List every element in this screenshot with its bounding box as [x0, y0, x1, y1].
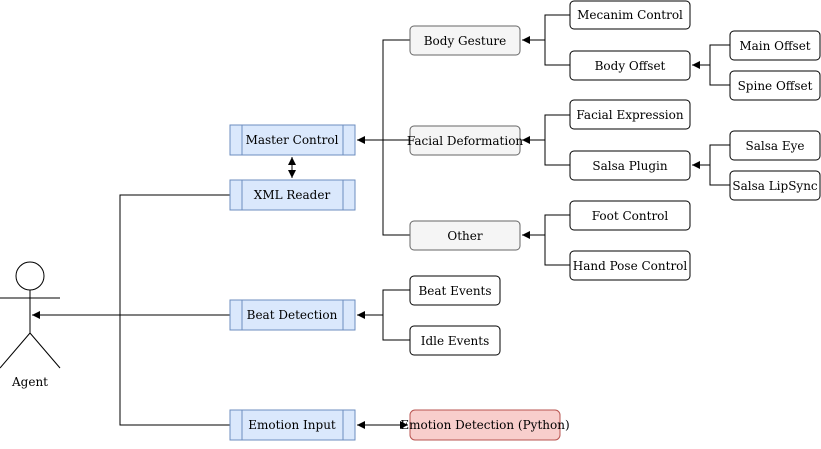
body-offset-label: Body Offset [595, 59, 666, 73]
edge-salsa-lipsync-to-salsa-plugin [709, 165, 730, 186]
agent-actor: Agent [0, 261, 61, 389]
node-main-offset[interactable]: Main Offset [729, 30, 821, 61]
node-foot-control[interactable]: Foot Control [569, 200, 691, 231]
node-hand-pose-control[interactable]: Hand Pose Control [569, 250, 691, 281]
node-facial-deformation[interactable]: Facial Deformation [407, 125, 524, 156]
edge-body-offset-to-body-gesture [544, 40, 570, 66]
node-beat-detection[interactable]: Beat Detection [229, 299, 356, 331]
spine-offset-label: Spine Offset [738, 79, 813, 93]
node-salsa-plugin[interactable]: Salsa Plugin [569, 150, 691, 181]
node-mecanim-control[interactable]: Mecanim Control [569, 0, 691, 30]
node-idle-events[interactable]: Idle Events [409, 325, 501, 356]
edge-spine-offset-to-body-offset [709, 65, 730, 86]
xml-reader-label: XML Reader [254, 188, 331, 202]
emotion-input-label: Emotion Input [248, 418, 336, 432]
edge-salsa-eye-to-salsa-plugin [692, 144, 730, 169]
facial-expression-label: Facial Expression [576, 108, 683, 122]
node-salsa-lipsync[interactable]: Salsa LipSync [729, 170, 821, 201]
emotion-detection-label: Emotion Detection (Python) [400, 418, 569, 432]
idle-events-label: Idle Events [421, 334, 490, 348]
foot-control-label: Foot Control [592, 209, 669, 223]
salsa-eye-label: Salsa Eye [746, 139, 805, 153]
beat-events-label: Beat Events [418, 284, 491, 298]
node-body-offset[interactable]: Body Offset [569, 50, 691, 81]
edge-foot-control-to-other [522, 214, 570, 239]
other-label: Other [447, 229, 482, 243]
edge-mecanim-to-body-gesture [522, 14, 570, 44]
hand-pose-control-label: Hand Pose Control [573, 259, 688, 273]
agent-label: Agent [11, 375, 48, 389]
edge-main-offset-to-body-offset [692, 44, 730, 69]
edge-body-gesture-to-master-control [357, 39, 410, 144]
node-facial-expression[interactable]: Facial Expression [569, 99, 691, 130]
agent-left-leg-icon [0, 332, 31, 369]
edge-salsa-plugin-to-facial-deformation [544, 140, 570, 166]
body-gesture-label: Body Gesture [424, 34, 507, 48]
edge-beat-events-to-beat-detection [357, 289, 410, 319]
beat-detection-label: Beat Detection [247, 308, 338, 322]
node-beat-events[interactable]: Beat Events [409, 275, 501, 306]
main-offset-label: Main Offset [739, 39, 810, 53]
master-control-label: Master Control [246, 133, 339, 147]
salsa-lipsync-label: Salsa LipSync [732, 179, 818, 193]
node-spine-offset[interactable]: Spine Offset [729, 70, 821, 101]
edge-facial-expression-to-facial-deformation [522, 114, 570, 144]
edge-xml-reader-to-agent [119, 194, 230, 426]
edge-idle-events-to-beat-detection [382, 315, 410, 341]
edge-other-to-master-control [382, 140, 410, 236]
node-emotion-input[interactable]: Emotion Input [229, 409, 356, 441]
agent-right-leg-icon [29, 332, 61, 369]
edge-hand-pose-control-to-other [544, 235, 570, 266]
agent-head-icon [15, 261, 45, 291]
node-salsa-eye[interactable]: Salsa Eye [729, 130, 821, 161]
node-master-control[interactable]: Master Control [229, 124, 356, 156]
mecanim-control-label: Mecanim Control [577, 8, 683, 22]
edges [32, 14, 730, 429]
node-xml-reader[interactable]: XML Reader [229, 179, 356, 211]
node-body-gesture[interactable]: Body Gesture [409, 25, 521, 56]
facial-deformation-label: Facial Deformation [407, 134, 524, 148]
node-other[interactable]: Other [409, 220, 521, 251]
node-emotion-detection-python[interactable]: Emotion Detection (Python) [400, 409, 570, 441]
salsa-plugin-label: Salsa Plugin [592, 159, 668, 173]
